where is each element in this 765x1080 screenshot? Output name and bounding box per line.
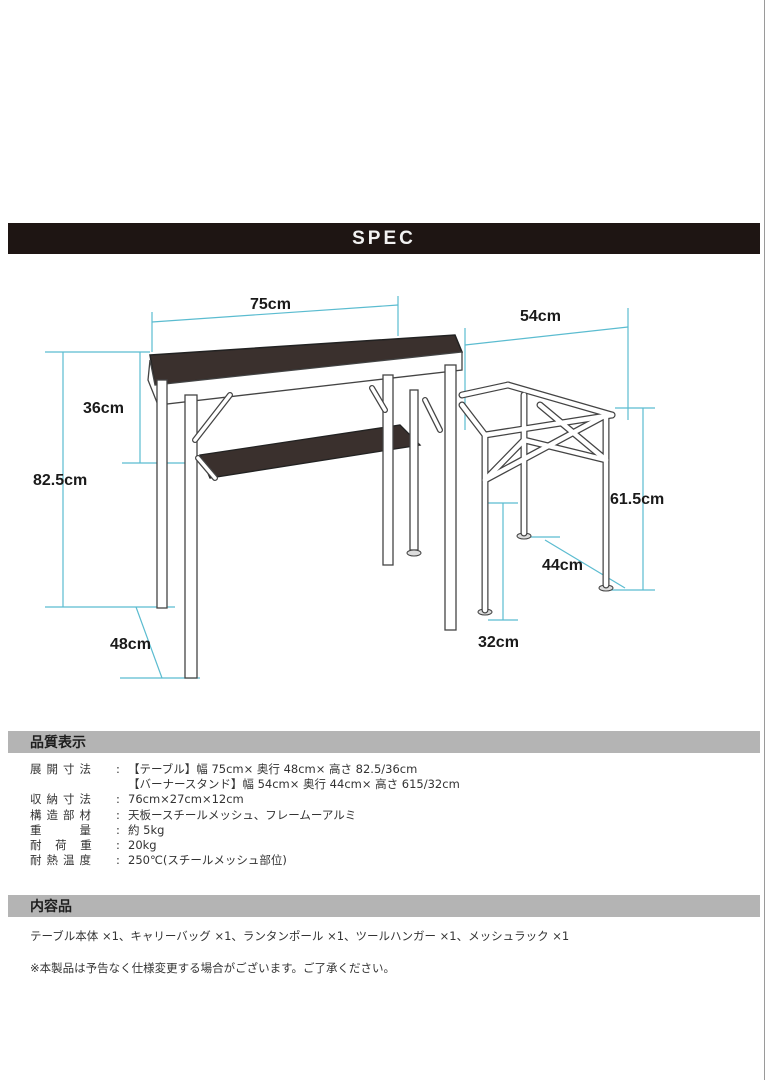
- spec-colon: :: [116, 807, 120, 822]
- spec-key: 耐熱温度: [30, 853, 96, 868]
- spec-value: 250℃(スチールメッシュ部位): [128, 853, 287, 868]
- label-table-depth: 48cm: [110, 636, 151, 653]
- contents-section-bar: 内容品: [8, 895, 760, 917]
- disclaimer-note: ※本製品は予告なく仕様変更する場合がございます。ご了承ください。: [30, 961, 395, 975]
- spec-key: 展開寸法: [30, 762, 96, 776]
- label-table-height: 82.5cm: [33, 472, 88, 489]
- spec-colon: :: [116, 792, 120, 807]
- spec-key: 収納寸法: [30, 792, 96, 807]
- spec-colon: [116, 777, 128, 792]
- spec-key: 重 量: [30, 822, 96, 837]
- spec-row-deployed-size: 展開寸法 : 【テーブル】幅 75cm× 奥行 48cm× 高さ 82.5/36…: [30, 762, 460, 777]
- label-stand-low-height: 32cm: [478, 634, 519, 651]
- quality-title: 品質表示: [30, 735, 86, 751]
- quality-section-bar: 品質表示: [8, 731, 760, 753]
- label-table-width: 75cm: [250, 296, 291, 313]
- spec-colon: :: [116, 822, 120, 837]
- spec-colon: :: [116, 838, 120, 853]
- label-stand-width: 54cm: [520, 308, 561, 325]
- spec-title: SPEC: [352, 227, 416, 249]
- spec-colon: :: [116, 762, 120, 776]
- contents-list: テーブル本体 ×1、キャリーバッグ ×1、ランタンポール ×1、ツールハンガー …: [30, 929, 570, 943]
- spec-value: 【テーブル】幅 75cm× 奥行 48cm× 高さ 82.5/36cm: [128, 762, 418, 776]
- spec-table: 展開寸法 : 【テーブル】幅 75cm× 奥行 48cm× 高さ 82.5/36…: [30, 762, 460, 868]
- spec-value: 約 5kg: [128, 822, 165, 837]
- spec-value: 76cm×27cm×12cm: [128, 792, 244, 807]
- dimension-diagram: 75cm 36cm 82.5cm 48cm 54cm 61.5cm 44cm 3…: [0, 270, 765, 700]
- spec-value: 【バーナースタンド】幅 54cm× 奥行 44cm× 高さ 615/32cm: [128, 777, 460, 792]
- label-table-shelf-height: 36cm: [83, 400, 124, 417]
- spec-key: [30, 777, 116, 792]
- table-illustration: [45, 296, 655, 679]
- spec-row-weight: 重 量 : 約 5kg: [30, 823, 460, 838]
- contents-title: 内容品: [30, 899, 72, 915]
- spec-row-storage-size: 収納寸法 : 76cm×27cm×12cm: [30, 792, 460, 807]
- label-stand-height: 61.5cm: [610, 491, 665, 508]
- spec-key: 構造部材: [30, 807, 96, 822]
- spec-value: 20kg: [128, 838, 157, 853]
- spec-colon: :: [116, 853, 120, 868]
- spec-value: 天板ースチールメッシュ、フレームーアルミ: [128, 807, 357, 822]
- label-stand-depth: 44cm: [542, 557, 583, 574]
- spec-key: 耐 荷 重: [30, 838, 97, 853]
- spec-row-materials: 構造部材 : 天板ースチールメッシュ、フレームーアルミ: [30, 808, 460, 823]
- spec-header-bar: SPEC: [8, 223, 760, 254]
- spec-row-load-capacity: 耐 荷 重 : 20kg: [30, 838, 460, 853]
- spec-row-heat-resistance: 耐熱温度 : 250℃(スチールメッシュ部位): [30, 853, 460, 868]
- spec-row-deployed-size-stand: 【バーナースタンド】幅 54cm× 奥行 44cm× 高さ 615/32cm: [30, 777, 460, 792]
